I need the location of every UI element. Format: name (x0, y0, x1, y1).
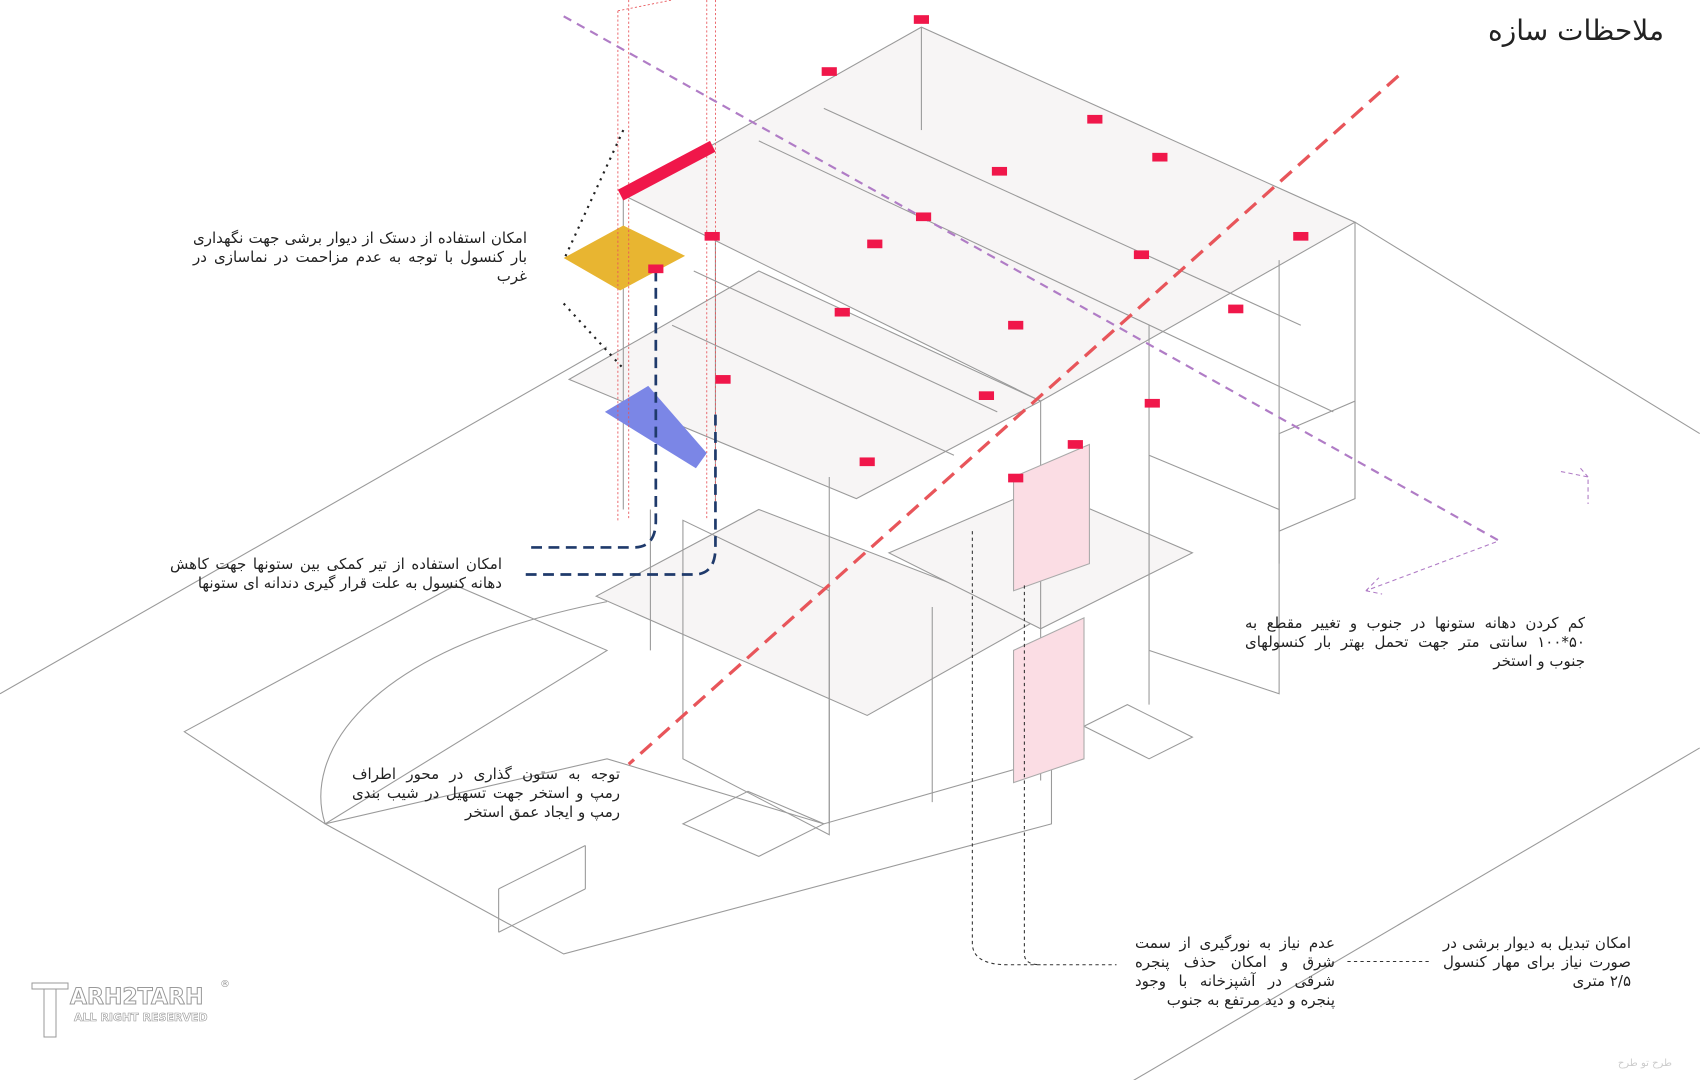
column (648, 264, 664, 274)
watermark: طرح تو طرح (1617, 1058, 1672, 1069)
column (915, 212, 932, 222)
bracket-dotted-line (562, 129, 625, 370)
column (913, 15, 929, 24)
purple-arrow-left (1365, 541, 1497, 595)
note-south-columns: کم کردن دهانه ستونها در جنوب و تغییر مقط… (1245, 614, 1585, 670)
column (978, 391, 995, 400)
column (1087, 114, 1103, 124)
column (715, 375, 731, 384)
building-walls (622, 27, 1356, 857)
column (1293, 231, 1309, 241)
column (1228, 304, 1244, 314)
column (1008, 473, 1024, 483)
cantilever-yellow-zone (563, 225, 686, 291)
column (1133, 250, 1150, 260)
logo-name: ARH2TARH (69, 985, 204, 1011)
note-ramp-pool-columns: توجه به ستون گذاری در محور اطراف رمپ و ا… (352, 765, 620, 821)
column (1067, 440, 1083, 449)
note-auxiliary-beam: امکان استفاده از تیر کمکی بین ستونها جهت… (170, 555, 502, 592)
kitchen-leader (971, 531, 1117, 966)
logo: ARH2TARH ALL RIGHT RESERVED ® (30, 979, 230, 1045)
column (1144, 398, 1160, 408)
registered-mark: ® (220, 979, 230, 990)
columns (617, 15, 1309, 483)
purple-arrow-right (1560, 467, 1589, 505)
column (704, 231, 720, 241)
shear-wall-pink-lower (1012, 617, 1085, 784)
column (834, 307, 850, 317)
logo-subtitle: ALL RIGHT RESERVED (74, 1011, 208, 1025)
shear-wall-pink-upper (1012, 443, 1090, 592)
column (867, 239, 883, 249)
floor-plates (567, 26, 1357, 717)
column (859, 457, 875, 467)
note-west-shear-wall: امکان استفاده از دستک از دیوار برشی جهت … (193, 229, 527, 285)
column (821, 67, 837, 76)
column-shear-wall (617, 140, 716, 201)
note-shear-wall-option: امکان تبدیل به دیوار برشی در صورت نیاز ب… (1443, 934, 1631, 990)
column (1152, 152, 1168, 162)
column (1008, 320, 1024, 330)
column (991, 166, 1008, 176)
west-shear-wall-outline (617, 0, 716, 521)
purple-axis-line (563, 15, 1502, 543)
note-kitchen-window: عدم نیاز به نورگیری از سمت شرق و امکان ح… (1135, 934, 1335, 1009)
red-axis-line (627, 74, 1400, 766)
page-title: ملاحظات سازه (1488, 14, 1664, 47)
logo-column-icon (31, 982, 69, 1038)
auxiliary-beam-leader (525, 265, 717, 576)
